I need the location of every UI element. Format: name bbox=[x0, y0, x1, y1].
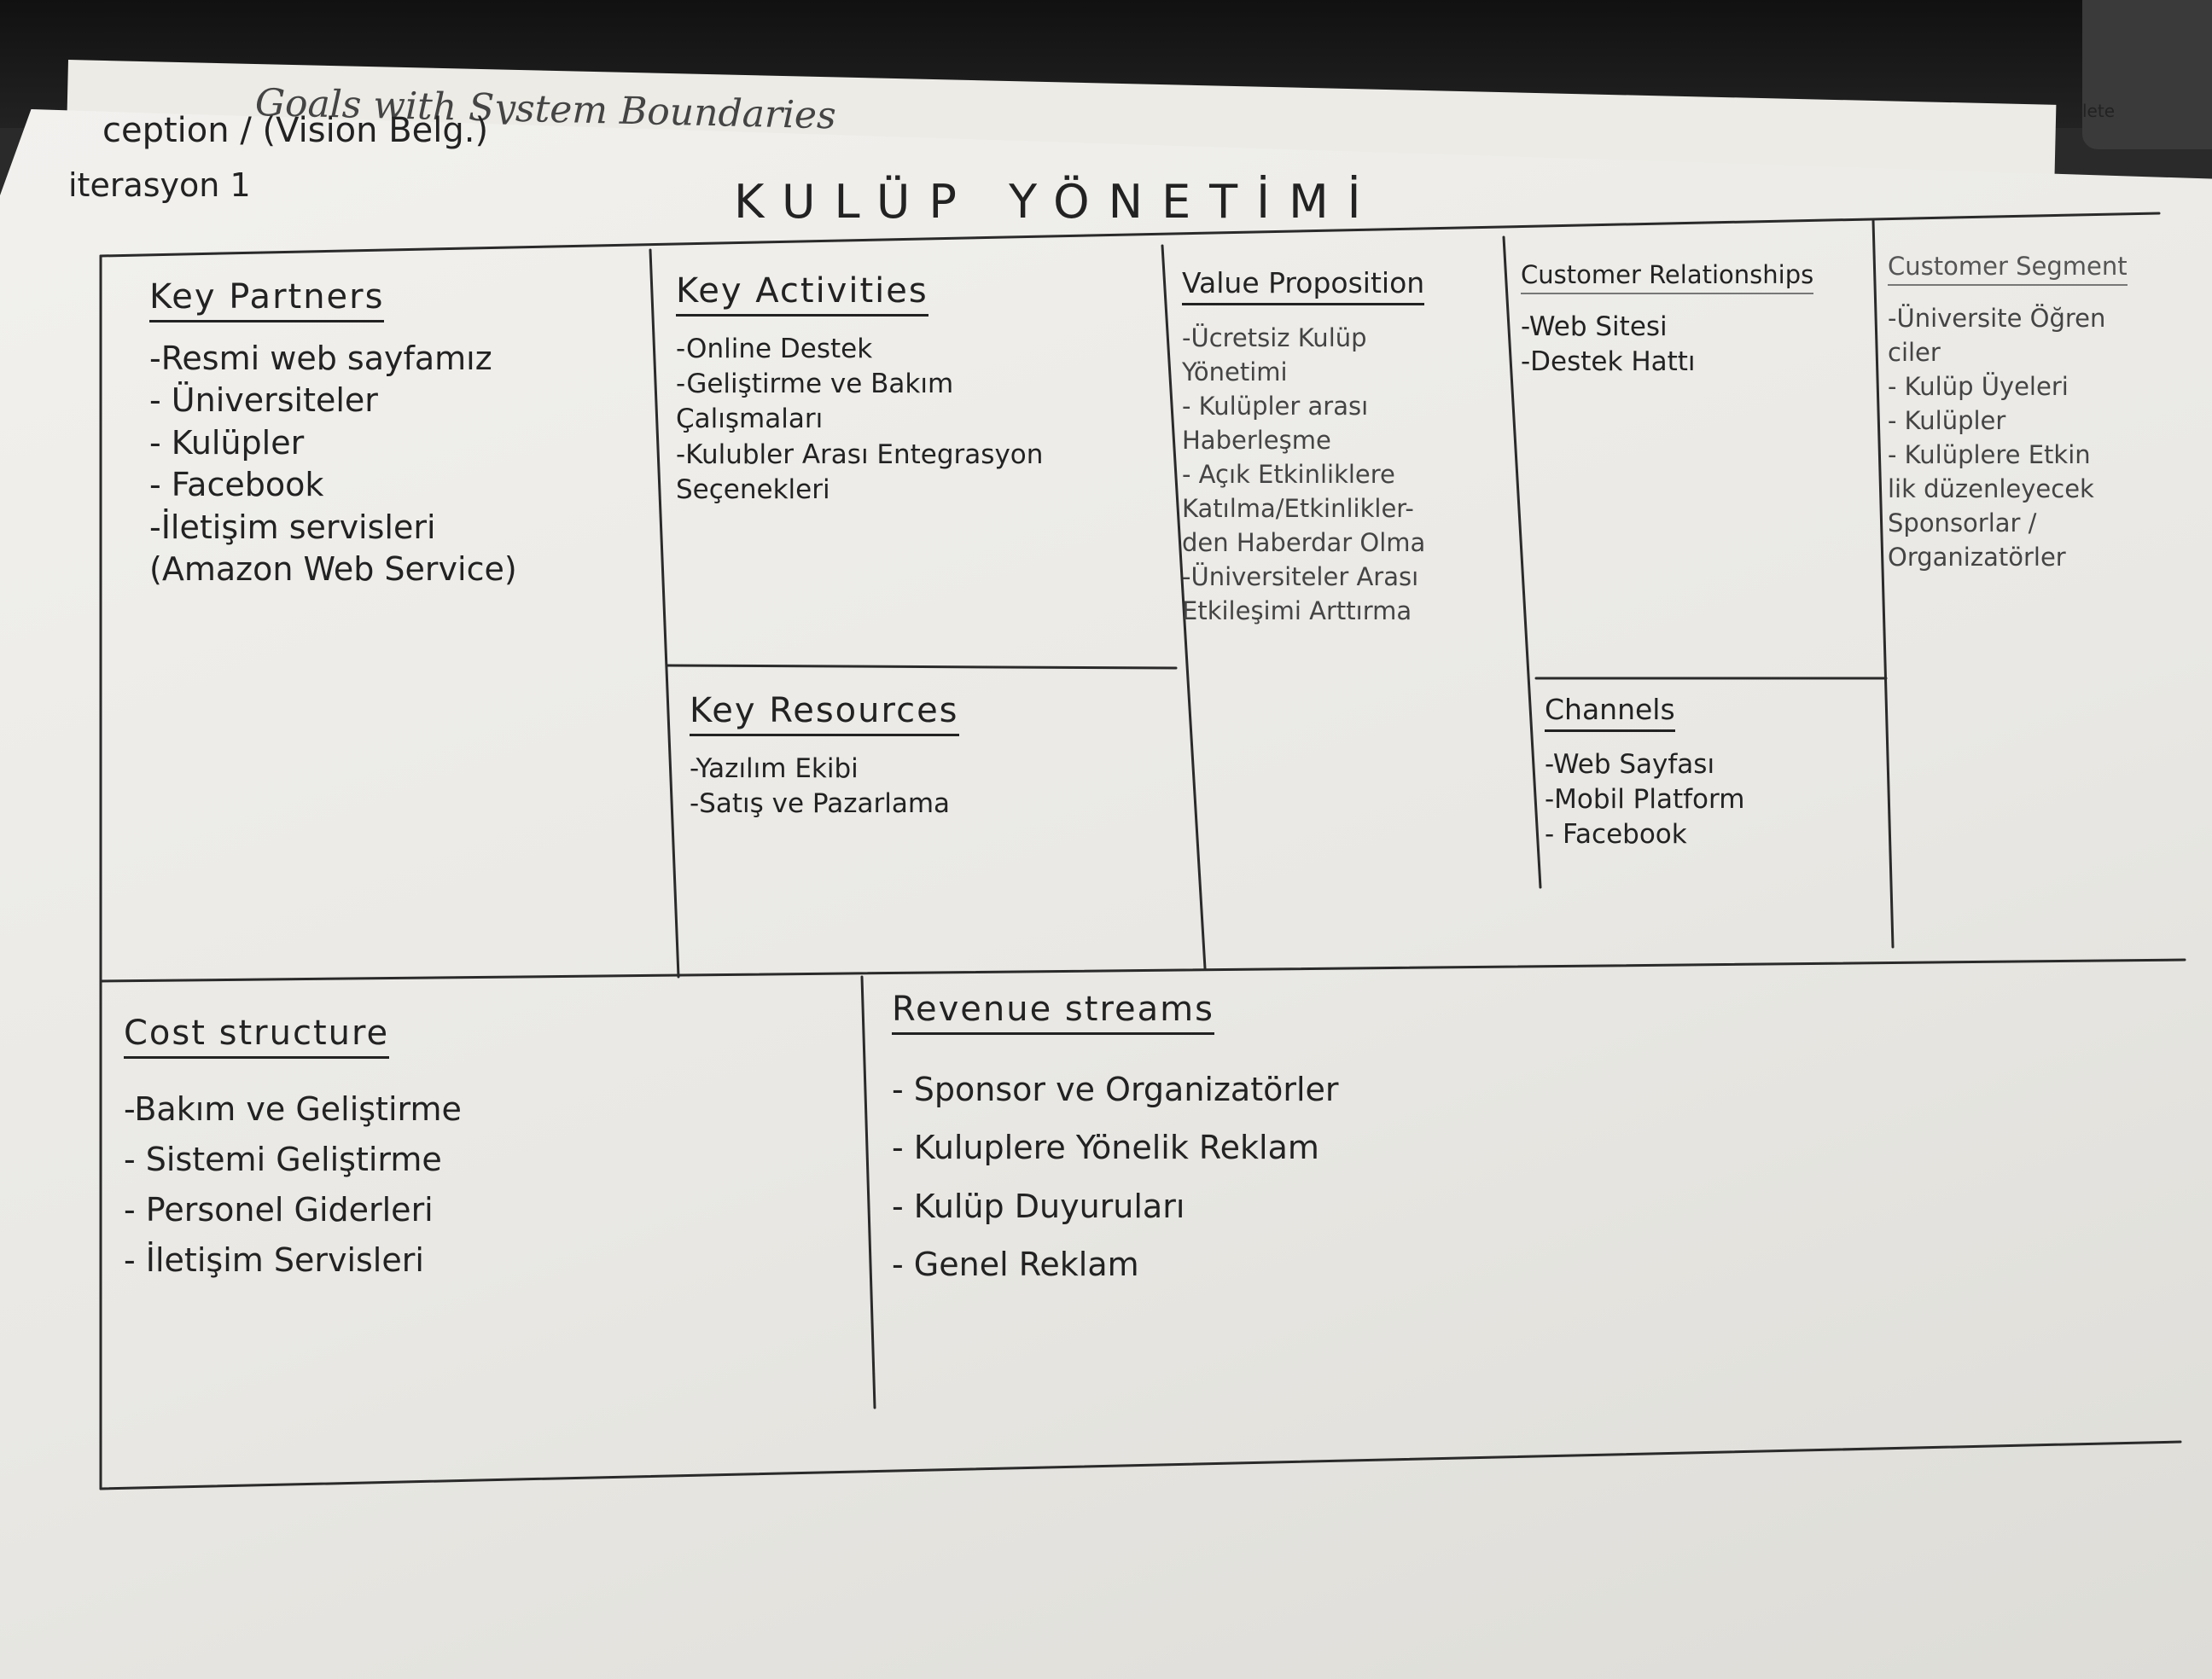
section-key-partners: Key Partners -Resmi web sayfamız - Ünive… bbox=[149, 277, 517, 590]
cost-structure-title: Cost structure bbox=[124, 1014, 390, 1059]
list-item: -Kulubler Arası Entegrasyon bbox=[676, 439, 1044, 470]
list-item: Haberleşme bbox=[1182, 426, 1331, 456]
list-item: - Kuluplere Yönelik Reklam bbox=[892, 1129, 1319, 1167]
divider-channels-segments bbox=[1871, 218, 1895, 949]
header-iteration-line: iterasyon 1 bbox=[68, 166, 251, 204]
list-item: Katılma/Etkinlikler- bbox=[1182, 494, 1414, 524]
section-key-activities: Key Activities -Online Destek -Geliştirm… bbox=[676, 271, 1154, 508]
section-revenue-streams: Revenue streams - Sponsor ve Organizatör… bbox=[892, 990, 1339, 1294]
section-value-proposition: Value Proposition -Ücretsiz Kulüp Yöneti… bbox=[1182, 266, 1425, 628]
list-item: -Resmi web sayfamız bbox=[149, 340, 492, 377]
value-proposition-title: Value Proposition bbox=[1182, 266, 1425, 305]
paper-sheet bbox=[0, 109, 2212, 1679]
list-item: ciler bbox=[1888, 338, 1941, 368]
list-item: Organizatörler bbox=[1888, 543, 2066, 572]
list-item: - Kulüpler bbox=[1888, 406, 2006, 436]
grid-top-border bbox=[99, 212, 2161, 258]
list-item: -Ücretsiz Kulüp bbox=[1182, 323, 1367, 352]
list-item: - Kulüplere Etkin bbox=[1888, 440, 2091, 470]
list-item: Yönetimi bbox=[1182, 357, 1288, 387]
divider-partners-activities bbox=[649, 248, 680, 979]
grid-middle-divider bbox=[99, 958, 2186, 983]
list-item: (Amazon Web Service) bbox=[149, 549, 517, 588]
list-item: -Online Destek bbox=[676, 334, 873, 364]
list-item: - Kulüp Üyeleri bbox=[1888, 372, 2069, 402]
list-item: - Sistemi Geliştirme bbox=[124, 1140, 442, 1178]
canvas-main-title: KULÜP YÖNETİMİ bbox=[734, 175, 1380, 229]
list-item: -Mobil Platform bbox=[1545, 784, 1745, 816]
list-item: -Üniversiteler Arası bbox=[1182, 562, 1419, 592]
list-item: lik düzenleyecek bbox=[1888, 474, 2094, 504]
customer-segments-title: Customer Segment bbox=[1888, 252, 2128, 286]
list-item: -Satış ve Pazarlama bbox=[690, 788, 951, 820]
list-item: Etkileşimi Arttırma bbox=[1182, 596, 1412, 626]
section-key-resources: Key Resources -Yazılım Ekibi -Satış ve P… bbox=[690, 691, 959, 822]
list-item: - Facebook bbox=[1545, 819, 1687, 851]
list-item: - Facebook bbox=[149, 466, 324, 504]
key-resources-title: Key Resources bbox=[690, 691, 959, 736]
key-partners-title: Key Partners bbox=[149, 277, 385, 322]
divider-activities-resources bbox=[666, 664, 1178, 670]
channels-title: Channels bbox=[1545, 693, 1675, 732]
list-item: - Kulüp Duyuruları bbox=[892, 1187, 1185, 1225]
section-customer-segments: Customer Segment -Üniversite Öğren ciler… bbox=[1888, 252, 2128, 574]
list-item: - Sponsor ve Organizatörler bbox=[892, 1071, 1339, 1108]
list-item: - Personel Giderleri bbox=[124, 1190, 434, 1229]
section-channels: Channels -Web Sayfası -Mobil Platform - … bbox=[1545, 693, 1744, 853]
divider-resources-value bbox=[1161, 244, 1207, 970]
list-item: Seçenekleri bbox=[676, 473, 830, 505]
list-item: Sponsorlar / bbox=[1888, 508, 2037, 538]
grid-bottom-border bbox=[99, 1440, 2182, 1490]
list-item: - Genel Reklam bbox=[892, 1246, 1139, 1284]
list-item: -Geliştirme ve Bakım bbox=[676, 369, 954, 400]
list-item: -Bakım ve Geliştirme bbox=[124, 1090, 462, 1128]
laptop-label: lete bbox=[2082, 101, 2116, 121]
list-item: -Üniversite Öğren bbox=[1888, 304, 2106, 333]
list-item: Çalışmaları bbox=[676, 404, 824, 435]
section-customer-relationships: Customer Relationships -Web Sitesi -Dest… bbox=[1521, 260, 1814, 380]
list-item: -İletişim servisleri bbox=[149, 508, 436, 546]
key-activities-title: Key Activities bbox=[676, 271, 928, 317]
revenue-streams-title: Revenue streams bbox=[892, 990, 1214, 1035]
list-item: - Üniversiteler bbox=[149, 381, 378, 420]
divider-cost-revenue bbox=[860, 975, 876, 1409]
section-cost-structure: Cost structure -Bakım ve Geliştirme - Si… bbox=[124, 1014, 462, 1286]
list-item: - Kulüpler bbox=[149, 423, 305, 462]
list-item: - İletişim Servisleri bbox=[124, 1240, 424, 1279]
divider-value-customers bbox=[1502, 235, 1542, 889]
list-item: - Açık Etkinliklere bbox=[1182, 460, 1395, 490]
list-item: - Kulüpler arası bbox=[1182, 392, 1369, 421]
laptop-corner bbox=[2082, 0, 2212, 149]
header-vision-line: ception / (Vision Belg.) bbox=[102, 111, 489, 150]
list-item: -Web Sayfası bbox=[1545, 749, 1715, 780]
list-item: -Yazılım Ekibi bbox=[690, 753, 859, 784]
list-item: -Web Sitesi bbox=[1521, 311, 1668, 342]
list-item: den Haberdar Olma bbox=[1182, 528, 1426, 558]
customer-relationships-title: Customer Relationships bbox=[1521, 260, 1814, 294]
list-item: -Destek Hattı bbox=[1521, 346, 1696, 378]
